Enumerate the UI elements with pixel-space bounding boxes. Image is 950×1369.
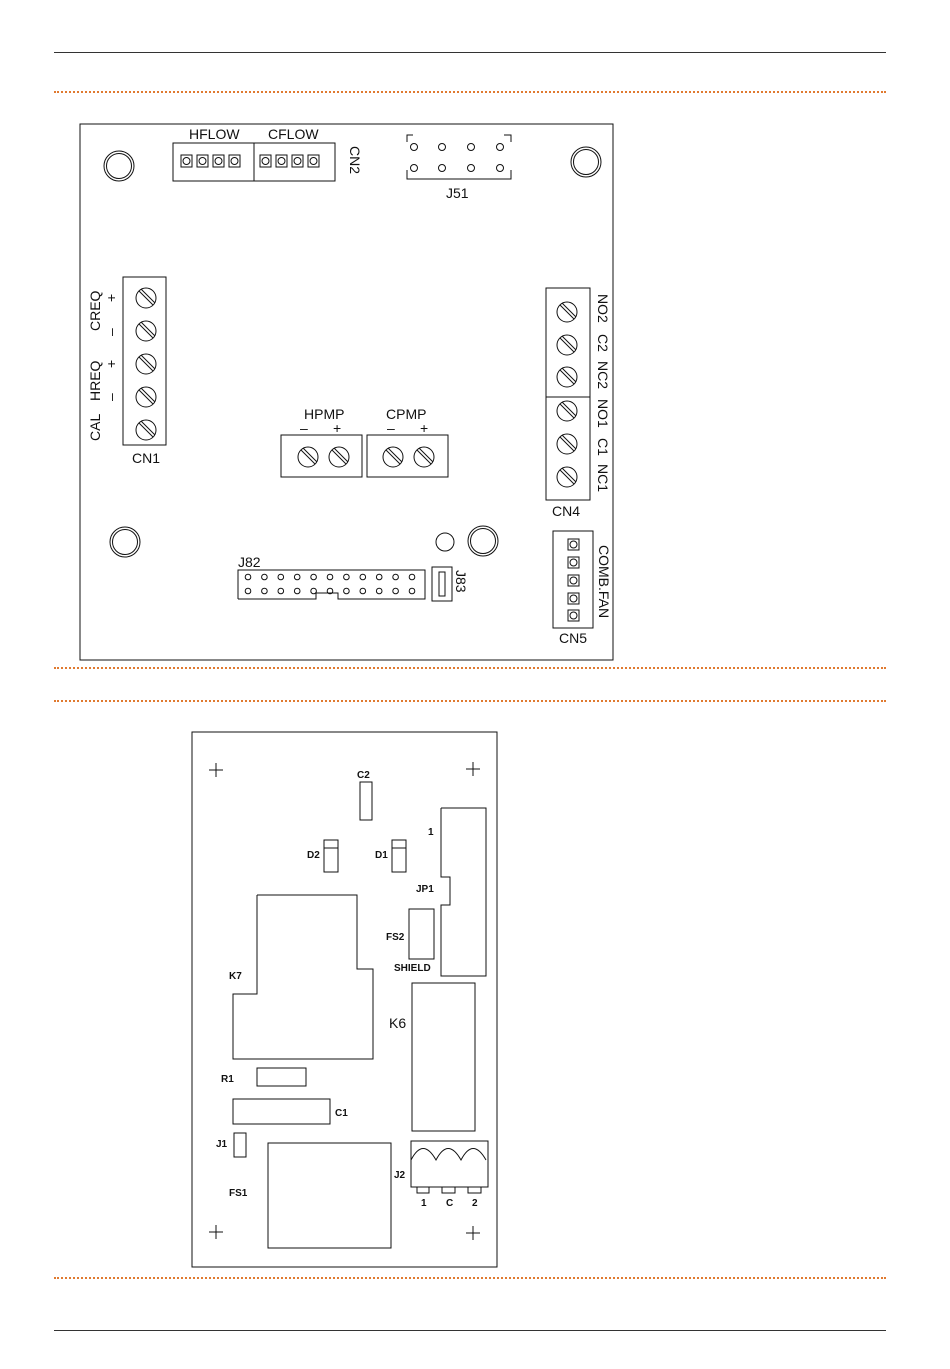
cn1-label: CN1	[132, 450, 160, 466]
hpmp-minus-label: –	[300, 420, 308, 436]
hreq-label: HREQ	[87, 360, 103, 401]
nc1-label: NC1	[595, 464, 611, 492]
mounting-hole	[110, 527, 140, 557]
creq-minus-label: –	[103, 328, 119, 336]
no1-label: NO1	[595, 399, 611, 428]
j82-label: J82	[238, 554, 261, 570]
hpmp-block	[281, 435, 362, 477]
cflow-label: CFLOW	[268, 126, 319, 142]
d1-diode	[392, 840, 406, 872]
d1-label: D1	[375, 850, 388, 861]
cn1-terminal-block: + – + – CREQ HREQ CAL CN1	[87, 277, 166, 466]
d2-diode	[324, 840, 338, 872]
creq-label: CREQ	[87, 290, 103, 331]
cpmp-plus-label: +	[420, 420, 428, 436]
k6-relay	[412, 983, 475, 1131]
small-hole	[436, 533, 454, 551]
hreq-minus-label: –	[103, 393, 119, 401]
nc2-label: NC2	[595, 361, 611, 389]
jp1-label: JP1	[416, 884, 434, 895]
r1-resistor	[257, 1068, 306, 1086]
cn4-terminal-block: NO2 C2 NC2 NO1 C1 NC1 CN4	[546, 288, 611, 519]
c2-cap-label: C2	[357, 770, 370, 781]
cn4-label: CN4	[552, 503, 580, 519]
j2-terminal-1-label: 1	[421, 1198, 427, 1209]
j51-label: J51	[446, 185, 469, 201]
cpmp-minus-label: –	[387, 420, 395, 436]
pin1-marker-label: 1	[428, 827, 434, 838]
c1-label: C1	[595, 438, 611, 456]
c2-label: C2	[595, 334, 611, 352]
hreq-plus-label: +	[103, 360, 119, 368]
creq-plus-label: +	[103, 294, 119, 302]
fs2-fuse	[409, 909, 434, 959]
r1-label: R1	[221, 1074, 234, 1085]
cal-label: CAL	[87, 414, 103, 441]
j83-label: J83	[453, 570, 469, 593]
cn5-label: CN5	[559, 630, 587, 646]
relay-board-diagram: C2 D2 D1 1 JP1 FS2 SHIELD K7 K6 R1 C1 J1	[192, 732, 497, 1267]
j2-terminal-2-label: 2	[472, 1198, 478, 1209]
k7-label: K7	[229, 971, 242, 982]
j1-jumper	[234, 1133, 246, 1157]
fs2-label: FS2	[386, 932, 405, 943]
c1-capacitor	[233, 1099, 330, 1124]
combfan-label: COMB.FAN	[596, 545, 612, 618]
d2-label: D2	[307, 850, 320, 861]
c1-cap-label: C1	[335, 1108, 348, 1119]
k6-label: K6	[389, 1015, 406, 1031]
fs1-fuse-holder	[268, 1143, 391, 1248]
control-board-diagram: HFLOW CFLOW CN2	[80, 124, 613, 660]
mounting-hole	[571, 147, 601, 177]
no2-label: NO2	[595, 294, 611, 323]
cn2-label: CN2	[347, 146, 363, 174]
j83-pin	[439, 572, 445, 596]
mounting-hole	[104, 151, 134, 181]
j1-label: J1	[216, 1139, 228, 1150]
j2-label: J2	[394, 1170, 406, 1181]
j2-terminal-c-label: C	[446, 1198, 453, 1209]
hflow-label: HFLOW	[189, 126, 240, 142]
mounting-hole	[468, 526, 498, 556]
hpmp-plus-label: +	[333, 420, 341, 436]
shield-label: SHIELD	[394, 963, 431, 974]
c2-capacitor	[360, 782, 372, 820]
fs1-label: FS1	[229, 1188, 248, 1199]
cpmp-block	[367, 435, 448, 477]
